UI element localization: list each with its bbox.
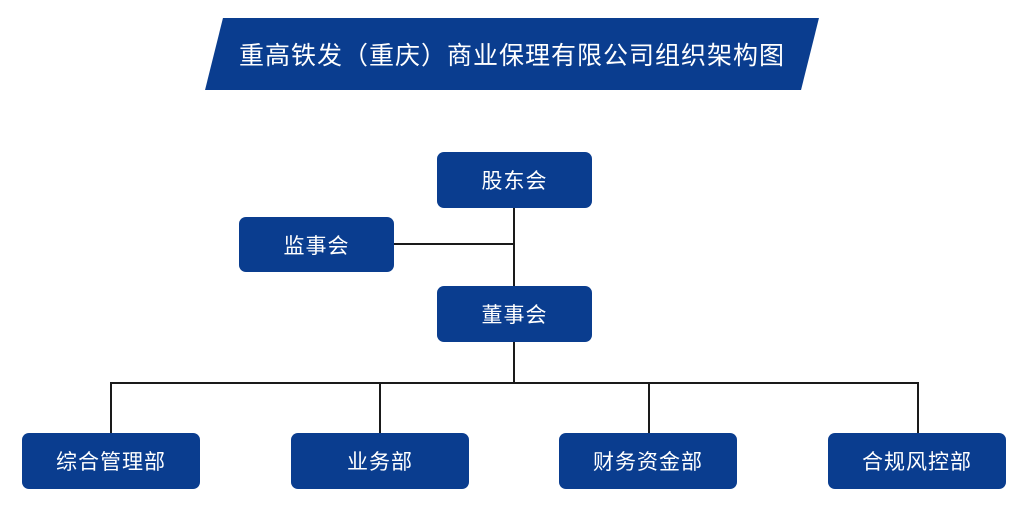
node-shareholders-meeting[interactable]: 股东会 xyxy=(437,152,592,208)
connector-drop-department-2 xyxy=(379,382,381,433)
connector-drop-department-1 xyxy=(110,382,112,433)
connector-shareholders-to-board xyxy=(513,208,515,286)
connector-department-bus xyxy=(111,382,919,384)
node-department-compliance-risk-control[interactable]: 合规风控部 xyxy=(828,433,1006,489)
connector-drop-department-4 xyxy=(917,382,919,433)
node-board-of-directors[interactable]: 董事会 xyxy=(437,286,592,342)
node-department-general-management[interactable]: 综合管理部 xyxy=(22,433,200,489)
node-department-business[interactable]: 业务部 xyxy=(291,433,469,489)
node-supervisory-board[interactable]: 监事会 xyxy=(239,217,394,272)
node-department-finance-funds[interactable]: 财务资金部 xyxy=(559,433,737,489)
chart-title-text: 重高铁发（重庆）商业保理有限公司组织架构图 xyxy=(238,42,785,70)
chart-title-banner: 重高铁发（重庆）商业保理有限公司组织架构图 xyxy=(205,18,819,90)
connector-board-to-bus xyxy=(513,342,515,383)
connector-supervisors-to-trunk xyxy=(394,243,515,245)
connector-drop-department-3 xyxy=(648,382,650,433)
